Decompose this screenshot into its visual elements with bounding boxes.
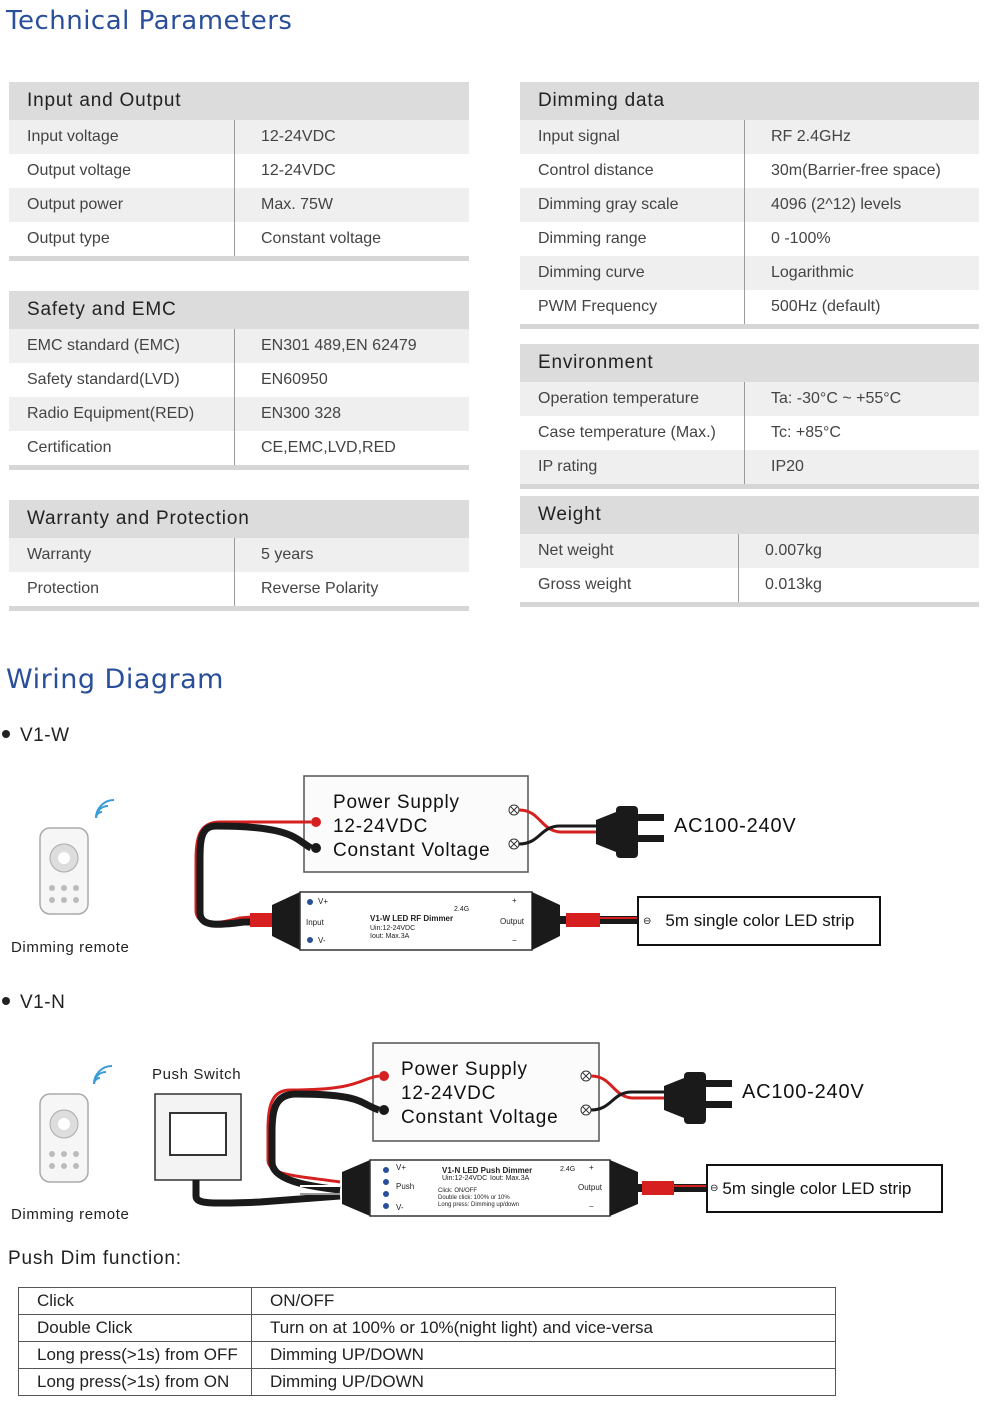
technical-parameters-title: Technical Parameters (6, 6, 293, 36)
ac-plug-icon (596, 806, 664, 858)
v1w-dimmer-device (272, 891, 560, 951)
terminal-icon (311, 804, 520, 853)
table-row: Case temperature (Max.)Tc: +85°C (520, 416, 979, 450)
v1n-remote-label: Dimming remote (11, 1206, 130, 1223)
table-header: Input and Output (9, 82, 469, 120)
v1w-device-text: V+ Input V- V1-W LED RF Dimmer 2.4G Uin:… (306, 896, 525, 945)
bullet-icon (2, 729, 10, 738)
connector-icon: ⊖ (710, 1183, 719, 1194)
push-switch-label: Push Switch (152, 1066, 242, 1083)
table-row: Long press(>1s) from ON Dimming UP/DOWN (18, 1368, 836, 1396)
connector-icon: ⊖ (643, 915, 652, 927)
table-header: Environment (520, 344, 979, 382)
v1w-remote-label: Dimming remote (11, 939, 130, 956)
table-row: Radio Equipment(RED)EN300 328 (9, 397, 469, 431)
push-dim-table: Click ON/OFF Double Click Turn on at 100… (18, 1287, 836, 1396)
v1n-label: V1-N (2, 992, 65, 1014)
v1w-led-strip-box: ⊖ 5m single color LED strip (637, 896, 881, 946)
push-switch-icon (154, 1093, 242, 1181)
push-dim-title: Push Dim function: (8, 1248, 182, 1269)
bullet-icon (2, 996, 10, 1005)
remote-control-icon (39, 1093, 89, 1183)
table-header: Weight (520, 496, 979, 534)
table-row: Safety standard(LVD)EN60950 (9, 363, 469, 397)
wiring-diagram-title: Wiring Diagram (6, 664, 224, 695)
table-row: Long press(>1s) from OFF Dimming UP/DOWN (18, 1341, 836, 1369)
v1w-ac-label: AC100-240V (674, 815, 797, 837)
v1w-label: V1-W (2, 725, 70, 747)
table-header: Dimming data (520, 82, 979, 120)
table-row: Click ON/OFF (18, 1287, 836, 1315)
v1n-dimmer-device (342, 1159, 638, 1217)
ac-plug-icon (664, 1072, 732, 1124)
v1n-device-text: V+ Push V- V1-N LED Push Dimmer Uin:12-2… (396, 1163, 603, 1212)
table-row: EMC standard (EMC)EN301 489,EN 62479 (9, 329, 469, 363)
wireless-signal-icon (95, 799, 115, 819)
wireless-signal-icon (93, 1065, 113, 1085)
power-supply-box (303, 775, 529, 873)
table-row: Double Click Turn on at 100% or 10%(nigh… (18, 1314, 836, 1342)
v1n-ac-label: AC100-240V (742, 1081, 865, 1103)
table-header: Warranty and Protection (9, 500, 469, 538)
safety-emc-table: Safety and EMC EMC standard (EMC)EN301 4… (9, 291, 469, 470)
table-header: Safety and EMC (9, 291, 469, 329)
remote-control-icon (39, 827, 89, 915)
v1n-led-strip-box: ⊖ 5m single color LED strip (706, 1164, 943, 1213)
v1n-power-supply-label: Power Supply 12-24VDC Constant Voltage (401, 1059, 559, 1128)
power-supply-box (372, 1042, 600, 1142)
v1w-power-supply-label: Power Supply 12-24VDC Constant Voltage (333, 792, 491, 861)
